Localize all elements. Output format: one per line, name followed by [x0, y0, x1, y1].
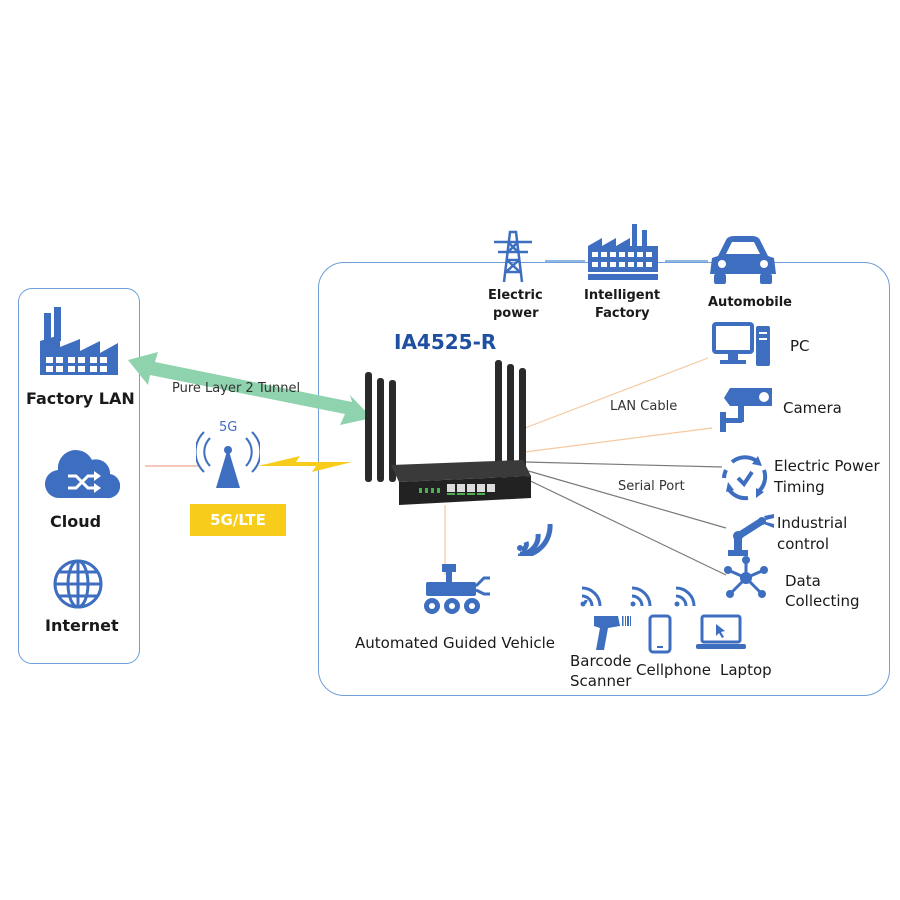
lan-cable-label: LAN Cable: [610, 399, 678, 414]
camera-label: Camera: [783, 399, 842, 417]
electric-power-timing-label-2: Timing: [774, 478, 825, 496]
serial-line-timing: [524, 461, 723, 468]
robot-arm-icon: [728, 514, 774, 556]
agv-icon: [424, 564, 490, 614]
internet-label: Internet: [45, 616, 119, 635]
wifi-icon-3: [674, 586, 696, 607]
barcode-scanner-label-2: Scanner: [570, 672, 632, 690]
industrial-control-label-1: Industrial: [777, 514, 848, 532]
serial-line-industrial: [524, 469, 727, 529]
cellphone-label: Cellphone: [636, 661, 711, 679]
car-icon: [710, 236, 776, 284]
barcode-scanner-label-1: Barcode: [570, 652, 632, 670]
lan-line-pc: [524, 357, 709, 429]
pc-label: PC: [790, 337, 810, 355]
data-collecting-label-2: Collecting: [785, 592, 860, 610]
router-model-label: IA4525-R: [394, 330, 497, 354]
laptop-label: Laptop: [720, 661, 772, 679]
industrial-control-label-2: control: [777, 535, 829, 553]
camera-icon: [720, 388, 772, 432]
barcode-scanner-icon: [594, 616, 631, 650]
cloud-shuffle-icon: [44, 450, 120, 499]
tunnel-arrow: [128, 352, 372, 425]
smart-factory-icon: [588, 224, 658, 280]
tunnel-label: Pure Layer 2 Tunnel: [172, 381, 301, 396]
wireless-signal-icon: [517, 523, 553, 556]
automobile-label: Automobile: [708, 295, 792, 310]
data-network-icon: [724, 556, 768, 598]
serial-port-label: Serial Port: [618, 479, 685, 494]
agv-label: Automated Guided Vehicle: [355, 634, 556, 652]
cloud-label: Cloud: [50, 512, 102, 531]
globe-icon: [53, 559, 103, 609]
5g-lte-badge: 5G/LTE: [190, 504, 286, 536]
pc-icon: [712, 322, 770, 366]
lightning-bolt: [258, 456, 352, 472]
power-tower-icon: [494, 230, 532, 283]
serial-line-data: [519, 475, 727, 576]
electric-power-timing-label-1: Electric Power: [774, 457, 880, 475]
electric-power-label-2: power: [493, 306, 539, 321]
data-collecting-label-1: Data: [785, 572, 821, 590]
timing-cycle-icon: [722, 455, 768, 501]
router-device: [365, 360, 531, 505]
intelligent-factory-label-1: Intelligent: [584, 288, 661, 303]
wifi-icon-1: [580, 586, 602, 607]
factory-lan-label: Factory LAN: [26, 389, 135, 408]
laptop-icon: [696, 614, 746, 649]
cellphone-icon: [648, 614, 672, 654]
wifi-icon-2: [630, 586, 652, 607]
5g-tower-icon: [196, 431, 260, 488]
intelligent-factory-label-2: Factory: [595, 306, 650, 321]
electric-power-label-1: Electric: [488, 288, 543, 303]
factory-icon: [40, 307, 118, 375]
lan-line-camera: [524, 427, 713, 453]
5g-tower-label: 5G: [219, 420, 238, 435]
